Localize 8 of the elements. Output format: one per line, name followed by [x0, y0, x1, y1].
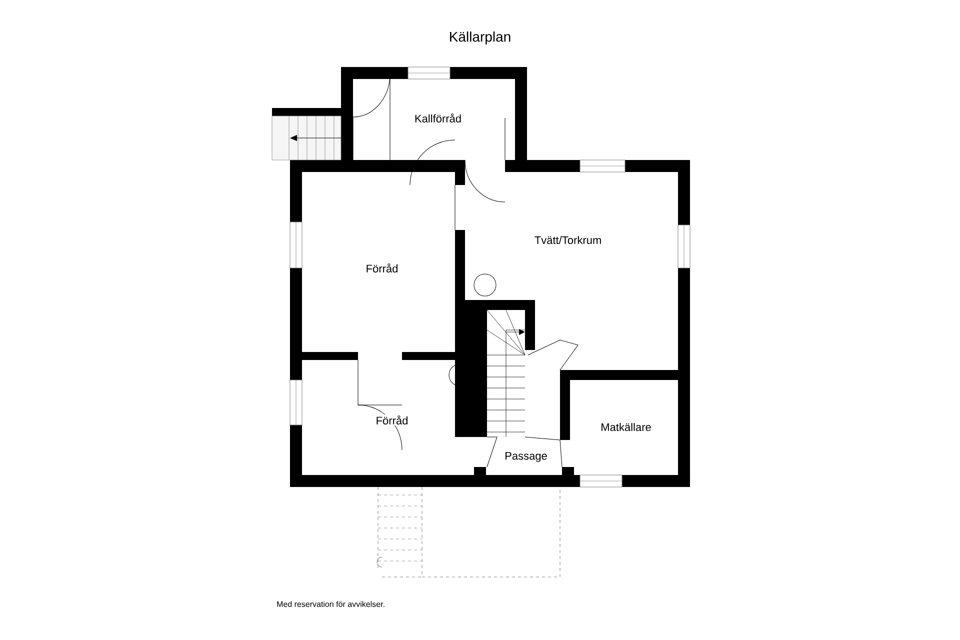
room-label: Förråd	[374, 414, 410, 426]
room-label: Kallförråd	[413, 112, 463, 124]
title: Källarplan	[450, 31, 510, 45]
room-label: Matkällare	[600, 422, 652, 432]
room-label: Passage	[504, 451, 548, 463]
note: Med reservation för avvikelser.	[277, 601, 384, 607]
room-label: Förråd	[364, 262, 400, 274]
room-label: Tvätt/Torkrum	[533, 234, 603, 246]
